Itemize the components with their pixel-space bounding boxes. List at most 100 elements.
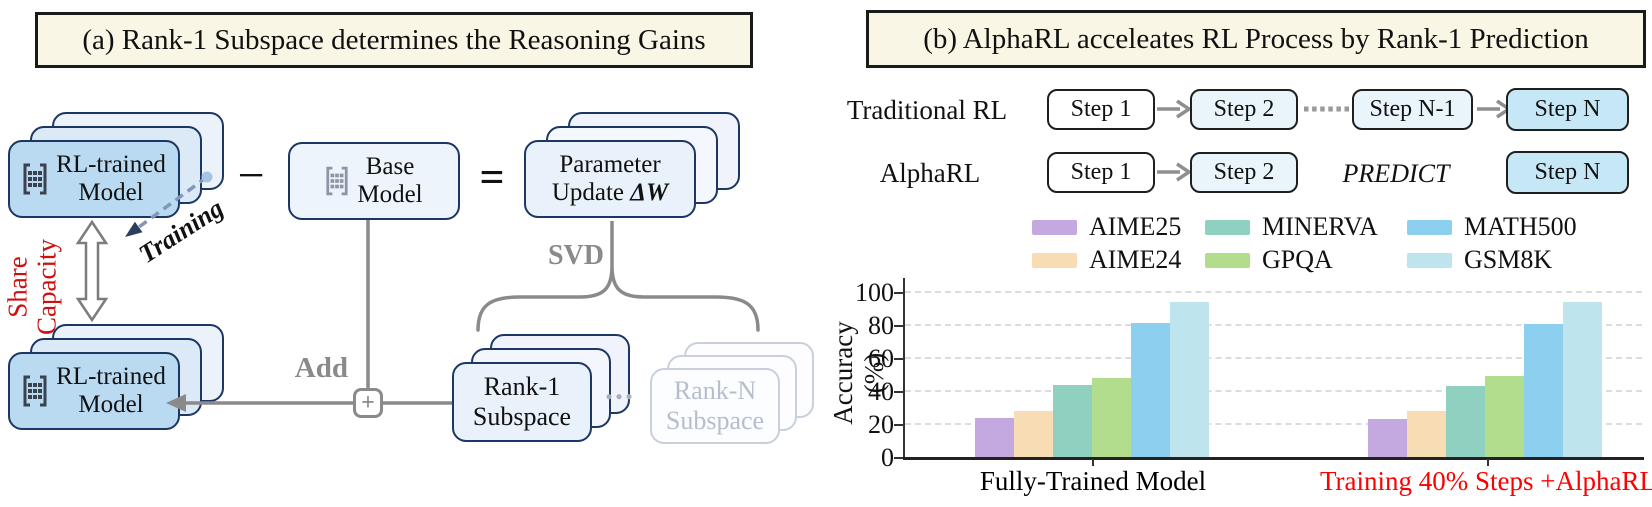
y-tick-label: 20 [868,410,894,439]
step-label: Step 1 [1070,96,1132,122]
rl-trained-model-bottom-stack: RL-trained Model [8,324,232,430]
legend-swatch [1407,219,1452,235]
y-tick-label: 40 [868,377,894,406]
plus-sign: + [361,390,375,416]
rank-ellipsis: ... [605,370,635,406]
x-tick-mark [1487,459,1489,466]
parameter-update-card: Parameter Update ΔW [524,140,696,218]
x-category-alpharl: Training 40% Steps +AlphaRL [1320,466,1652,496]
rl-trained-model-top-label: RL-trained Model [56,151,166,207]
step-box-n: Step N [1506,88,1629,131]
gridline [905,324,1642,326]
alpharl-label: AlphaRL [879,158,981,188]
label-line: Base [365,153,415,180]
gridline [905,423,1642,425]
label-line: Parameter [559,151,661,178]
legend-swatch [1032,252,1077,268]
x-axis-line [903,457,1644,460]
step-box-1: Step 1 [1047,152,1155,193]
step-label: Step N [1534,96,1601,122]
parameter-update-stack: Parameter Update ΔW [524,112,748,218]
equals-operator: = [479,153,505,202]
bar-MATH500 [1131,322,1170,458]
step-box-1: Step 1 [1047,89,1155,130]
flow-arrow-head [1176,162,1193,182]
matrix-icon [23,163,47,195]
y-tick-mark [894,292,903,294]
bar-MATH500 [1524,323,1563,458]
minus-operator: − [237,149,265,202]
panel-a-title-text: (a) Rank-1 Subspace determines the Reaso… [82,23,706,56]
label-line: Rank-1 [483,372,561,402]
legend-label: MATH500 [1464,212,1577,241]
parameter-update-label: Parameter Update ΔW [552,151,668,207]
gridline [905,357,1642,359]
step-label: Step 2 [1213,96,1275,122]
label-line: Subspace [472,402,572,431]
rl-trained-model-bottom-label: RL-trained Model [56,363,166,419]
legend-item: MATH500 [1407,212,1577,242]
legend-item: AIME24 [1032,245,1205,275]
svd-brace [476,265,760,332]
legend-label: AIME25 [1089,212,1182,241]
predict-label: PREDICT [1342,159,1450,188]
y-tick-mark [894,358,903,360]
add-plus-node: + [353,388,383,418]
bar-AIME25 [1368,419,1407,458]
bar-GPQA [1485,376,1524,458]
y-tick-mark [894,391,903,393]
rankn-subspace-stack: Rank-N Subspace [650,342,818,444]
panel-b-title-text: (b) AlphaRL acceleates RL Process by Ran… [923,22,1589,55]
x-category-fully-trained: Fully-Trained Model [979,466,1207,496]
legend-item: GPQA [1205,245,1407,275]
rank1-subspace-card: Rank-1 Subspace [452,362,592,442]
step-label: Step 2 [1213,159,1275,185]
matrix-icon [23,375,47,407]
legend-swatch [1032,219,1077,235]
legend-label: AIME24 [1089,245,1182,274]
bar-MINERVA [1053,385,1092,458]
rank1-subspace-stack: Rank-1 Subspace [452,334,632,442]
label-line: Update ΔW [552,179,668,207]
panel-b-title: (b) AlphaRL acceleates RL Process by Ran… [866,10,1646,68]
rank1-subspace-label: Rank-1 Subspace [473,372,571,432]
add-label: Add [294,352,348,384]
rl-trained-model-top-card: RL-trained Model [8,140,180,218]
label-line: RL-trained [56,363,166,390]
gridline [905,291,1642,293]
step-box-n-1: Step N-1 [1352,89,1473,130]
panel-a-title: (a) Rank-1 Subspace determines the Reaso… [35,12,753,68]
legend-label: MINERVA [1262,212,1378,241]
step-label: Step N [1534,159,1601,185]
bar-GPQA [1092,377,1131,458]
label-line: Model [78,391,144,418]
base-model-card: Base Model [288,142,460,220]
share-capacity-double-arrow [75,219,109,323]
legend-label: GSM8K [1464,245,1553,274]
bar-MINERVA [1446,386,1485,458]
legend-swatch [1407,252,1452,268]
legend-label: GPQA [1262,245,1333,274]
x-tick-mark [1092,459,1094,466]
matrix-icon [326,166,348,196]
y-axis-line [903,278,905,459]
legend-item: AIME25 [1032,212,1205,242]
step-box-n: Step N [1506,151,1629,194]
step-label: Step 1 [1070,159,1132,185]
y-tick-label: 100 [855,278,894,307]
legend-swatch [1205,219,1250,235]
base-model-label: Base Model [357,153,422,209]
step-box-2: Step 2 [1190,89,1298,130]
update-prefix: Update [551,179,631,206]
rankn-subspace-label: Rank-N Subspace [666,376,764,436]
label-line: Rank-N [673,376,757,406]
gridline [905,390,1642,392]
y-tick-mark [894,325,903,327]
traditional-rl-label: Traditional RL [846,95,1008,125]
bar-AIME24 [1407,410,1446,458]
bar-AIME25 [975,418,1014,458]
step-label: Step N-1 [1369,96,1456,122]
legend-swatch [1205,252,1250,268]
